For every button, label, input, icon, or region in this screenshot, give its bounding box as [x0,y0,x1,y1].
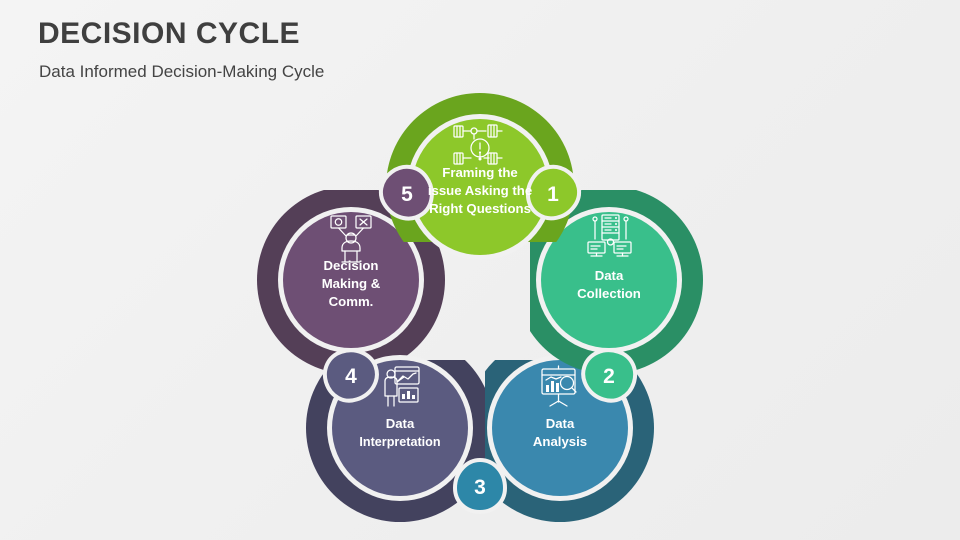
page-title: DECISION CYCLE [38,17,301,50]
step-2-inner-circle [541,212,677,348]
decision-person-icon [330,215,372,263]
server-computers-icon [587,214,632,257]
step-2-number: 2 [603,365,615,388]
step-5-badge[interactable] [371,157,442,228]
step-3-number: 3 [474,476,486,499]
step-1-number: 1 [547,183,559,206]
step-5-label-line1: Decision [324,258,379,273]
badge-2-shape [581,348,638,403]
badge-4-shape [322,348,379,403]
step-2-group[interactable] [515,186,703,374]
chart-magnifier-icon [541,365,577,407]
step-1-label-line1: Framing the [442,165,517,180]
step-1-label-line3: Right Questions [429,201,531,216]
step-5-inner-circle [283,212,419,348]
page-subtitle: Data Informed Decision-Making Cycle [39,62,325,81]
presenter-chart-icon [384,366,420,407]
step-1-label-line2: issue Asking the [428,183,532,198]
step-4-label-line1: Data [386,416,415,431]
decision-cycle-diagram: 5 1 2 3 4 [230,90,740,540]
step-1-group[interactable] [386,93,574,281]
badge-5-shape [378,164,434,221]
step-5-group[interactable] [257,186,445,374]
step-1-inner-circle [412,119,548,255]
step-3-label-line1: Data [546,416,575,431]
step-4-number: 4 [345,365,357,388]
step-4-label-line2: Interpretation [359,435,440,449]
step-4-badge[interactable] [319,343,384,407]
step-2-label-line2: Collection [577,286,641,301]
step-3-label-line2: Analysis [533,434,587,449]
badge-1-shape [526,164,582,221]
badge-3-shape [452,457,508,515]
step-2-badge[interactable] [577,343,642,407]
step-3-badge[interactable] [452,457,508,515]
step-5-number: 5 [401,183,413,206]
step-2-label-line1: Data [595,268,624,283]
step-1-badge[interactable] [517,157,588,228]
step-5-label-line3: Comm. [329,294,374,309]
framework-alert-icon [453,124,503,165]
step-5-label-line2: Making & [322,276,381,291]
